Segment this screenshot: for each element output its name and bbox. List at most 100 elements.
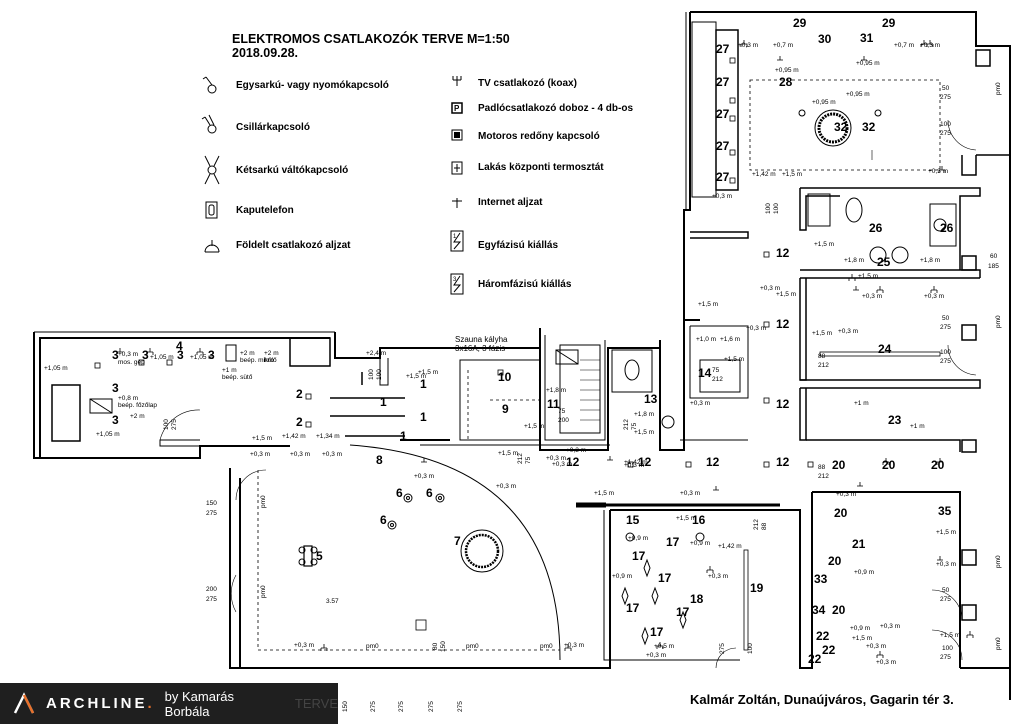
annot: +1,34 m [316, 433, 340, 440]
dim: 275 [940, 94, 951, 101]
drawing-title: ELEKTROMOS CSATLAKOZÓK TERVE M=1:50 [232, 32, 510, 46]
sauna-stairs [580, 359, 600, 421]
room-label: 3 [112, 348, 119, 362]
svg-text:275: 275 [428, 701, 435, 712]
dim: 75 [712, 367, 720, 374]
svg-text:275: 275 [719, 643, 726, 654]
room-label: 27 [716, 107, 730, 121]
dim: 200 [558, 417, 569, 424]
room-label: 2 [296, 415, 303, 429]
annot: +0,3 m [496, 483, 516, 490]
annot: mos. gép [118, 359, 145, 366]
room-label: 1 [380, 395, 387, 409]
annot: +0,3 m [624, 462, 644, 469]
annot: +0,3 m [290, 451, 310, 458]
svg-text:275: 275 [370, 701, 377, 712]
dim: 212 [712, 376, 723, 383]
room-label: 20 [882, 458, 896, 472]
annot: +1,05 m [96, 431, 120, 438]
dim: 100 [940, 349, 951, 356]
annot: +0,3 m [746, 325, 766, 332]
room-label: 8 [376, 453, 383, 467]
room-label: 27 [716, 170, 730, 184]
annot: +0,3 m [928, 168, 948, 175]
legend-label: Háromfázisú kiállás [478, 279, 572, 290]
room-label: 11 [547, 397, 560, 411]
room-label: 32 [834, 120, 848, 134]
annot: hűtő [264, 357, 277, 364]
annot: +1,5 m [676, 515, 696, 522]
archline-logo: ARCHLINE. by Kamarás Borbála TERVE [0, 683, 338, 724]
room-label: 18 [690, 592, 704, 606]
annot: +2,4 m [366, 350, 386, 357]
room-label: 21 [852, 537, 866, 551]
annot: +0,3 m [738, 42, 758, 49]
annot: +1,8 m [546, 387, 566, 394]
annot: +0,3 m [862, 293, 882, 300]
room-label: 10 [498, 370, 512, 384]
annot: +0,3 m [836, 491, 856, 498]
annot: pm0 [540, 643, 553, 650]
room-label: 17 [676, 605, 690, 619]
svg-text:pm0: pm0 [995, 315, 1002, 328]
room-label: 17 [626, 601, 640, 615]
room-label: 3 [112, 381, 119, 395]
junction-boxes [94, 57, 814, 631]
legend-label: TV csatlakozó (koax) [478, 78, 577, 89]
annot: +1,05 m [150, 354, 174, 361]
room-label: 20 [931, 458, 945, 472]
room-label: 22 [822, 643, 836, 657]
annot: +1,42 m [718, 543, 742, 550]
annot: +0,7 m [773, 42, 793, 49]
annot: +0,3 m [920, 42, 940, 49]
room-label: 6 [380, 513, 387, 527]
annot: +0,95 m [846, 91, 870, 98]
svg-text:75: 75 [525, 456, 532, 464]
wall-lights [621, 558, 687, 646]
svg-text:pm0: pm0 [260, 585, 267, 598]
room-label: 14 [698, 366, 712, 380]
annot: beép. mikró [240, 357, 274, 364]
dim: 50 [942, 587, 950, 594]
annot: +1,8 m [634, 411, 654, 418]
annot: +1,8 m [844, 257, 864, 264]
room-label: 29 [882, 16, 896, 30]
dim: 275 [940, 654, 951, 661]
vertical-labels: 100 275 pm0 pm0 pm0 pm0 pm0 pm0 100 100 … [163, 82, 1002, 712]
legend-label: Motoros redőny kapcsoló [478, 131, 600, 142]
annot: +1,5 m [776, 291, 796, 298]
annot: +0,3 m [760, 285, 780, 292]
svg-text:pm0: pm0 [260, 495, 267, 508]
watermark-text: TERVE [294, 696, 338, 711]
dim: 100 [942, 645, 953, 652]
sauna-note-line-2: 3x16A, 3 fázis [455, 344, 505, 353]
room-label: 9 [502, 402, 509, 416]
annot: +0,9 m [850, 625, 870, 632]
dim: 88 [818, 353, 826, 360]
dim: 275 [206, 510, 217, 517]
room-label: 1 [420, 377, 427, 391]
annot: +1,5 m [698, 301, 718, 308]
door-swings [159, 119, 977, 669]
svg-text:80: 80 [432, 642, 439, 650]
room-label: 30 [818, 32, 832, 46]
room-label: 17 [666, 535, 680, 549]
annot: +1,5 m [724, 356, 744, 363]
room-label: 12 [776, 246, 790, 260]
annot: +0,3 m [552, 461, 572, 468]
annot: +1,05 m [44, 365, 68, 372]
furniture [330, 351, 941, 651]
dim: 88 [818, 464, 826, 471]
annot: +0,95 m [775, 67, 799, 74]
annot: +0,3 m [680, 490, 700, 497]
room-label: 29 [793, 16, 807, 30]
annot: +0,3 m [414, 473, 434, 480]
annot: +1,42 m [624, 459, 648, 466]
room-label: 19 [750, 581, 764, 595]
annot: +1,8 m [920, 257, 940, 264]
room-label: 24 [878, 342, 892, 356]
sauna-note-line-1: Szauna kályha [455, 335, 508, 344]
annot: +0,8 m [118, 395, 138, 402]
room-label: 17 [650, 625, 664, 639]
annot: +0,9 m [628, 535, 648, 542]
